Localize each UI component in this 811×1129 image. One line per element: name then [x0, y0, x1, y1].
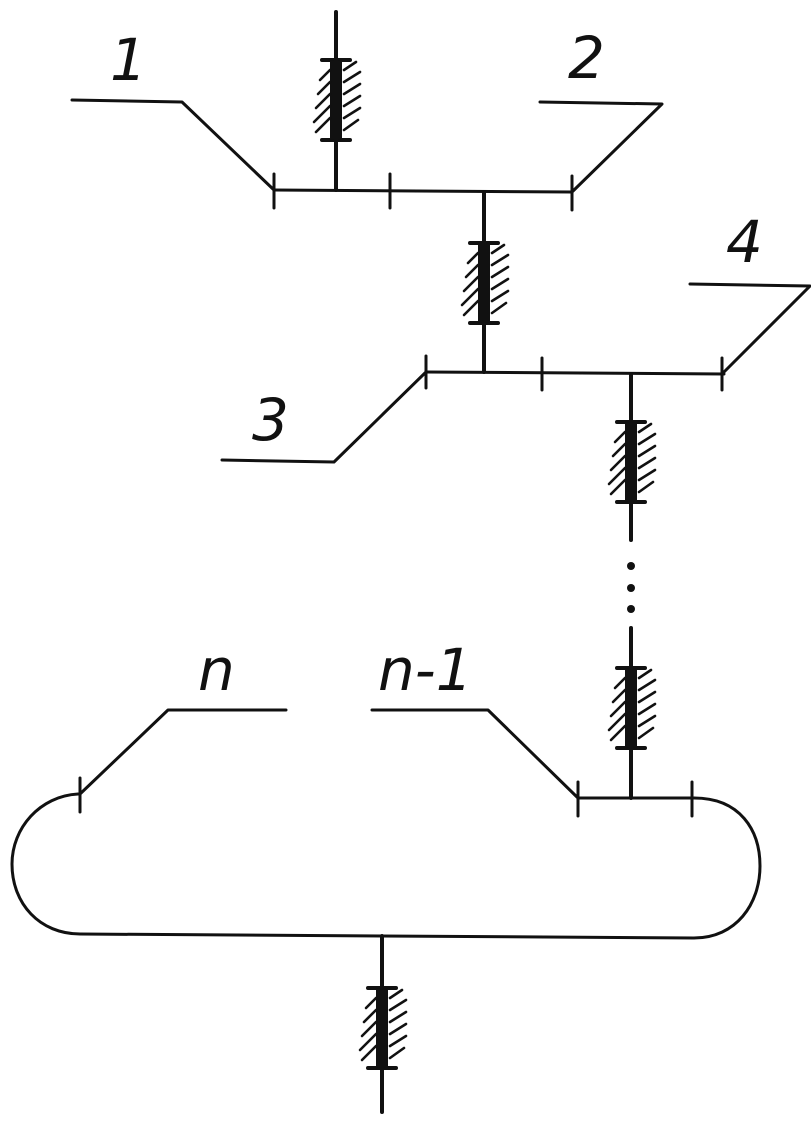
gear-3-label: 3: [252, 386, 289, 454]
gear-n-label: n: [198, 636, 235, 704]
gear-4-leader: [688, 282, 811, 376]
gear-4-label: 4: [726, 208, 763, 276]
gear-3-leader: [220, 370, 428, 464]
gear-2-leader: [538, 100, 664, 194]
gear-2-label: 2: [568, 24, 605, 92]
gear-n-leader: [78, 708, 288, 796]
gear-3-4-horizontal: [424, 370, 726, 376]
gear-1-2-horizontal: [272, 188, 574, 194]
gear-1-leader: [70, 98, 276, 192]
gear-n-internal-body: [10, 792, 762, 940]
gear-1-label: 1: [110, 26, 147, 94]
ellipsis-dots-icon: [627, 562, 635, 613]
gear-n-minus-1-label: n-1: [378, 636, 473, 704]
gear-n-minus-1-leader: [370, 708, 580, 800]
